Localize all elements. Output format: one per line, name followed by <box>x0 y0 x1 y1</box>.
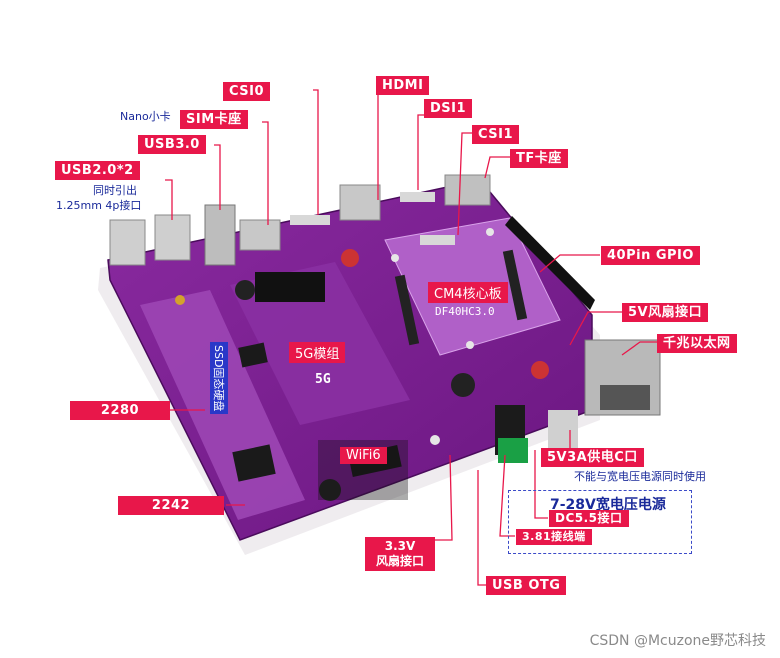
wide-voltage-box <box>508 490 692 554</box>
watermark: CSDN @Mcuzone野芯科技 <box>589 633 766 649</box>
m2242-callout: 2242 <box>118 496 224 515</box>
usb2-note-2: 1.25mm 4p接口 <box>56 199 142 212</box>
ssd-label: SSD固态硬盘 <box>210 342 228 415</box>
power-c-callout: 5V3A供电C口 <box>541 448 644 467</box>
usb2-note-1: 同时引出 <box>93 184 137 197</box>
terminal-callout: 3.81接线端 <box>516 529 592 545</box>
leader-lines <box>165 89 657 586</box>
hdmi-callout: HDMI <box>376 76 430 95</box>
tf-callout: TF卡座 <box>510 149 568 168</box>
cm4-label: CM4核心板 <box>428 282 508 303</box>
module-5g-label: 5G模组 <box>289 342 346 363</box>
logo-5g: 5G <box>315 372 331 387</box>
usb2-callout: USB2.0*2 <box>55 161 140 180</box>
gpio-callout: 40Pin GPIO <box>601 246 700 265</box>
nano-note: Nano小卡 <box>120 110 171 123</box>
wifi6-label: WiFi6 <box>340 447 387 464</box>
m2280-callout: 2280 <box>70 401 170 420</box>
wide-voltage-title: 7-28V宽电压电源 <box>550 497 666 513</box>
csi1-callout: CSI1 <box>472 125 520 144</box>
usb3-callout: USB3.0 <box>138 135 206 154</box>
power-c-note: 不能与宽电压电源同时使用 <box>574 470 706 483</box>
usbotg-callout: USB OTG <box>486 576 567 595</box>
ethernet-callout: 千兆以太网 <box>657 334 737 353</box>
fan33-callout: 3.3V 风扇接口 <box>365 537 435 571</box>
dc55-callout: DC5.5接口 <box>549 510 629 527</box>
cm4-model: DF40HC3.0 <box>435 305 495 318</box>
fan5v-callout: 5V风扇接口 <box>622 303 709 322</box>
csi0-callout: CSI0 <box>223 82 271 101</box>
dsi1-callout: DSI1 <box>424 99 473 118</box>
sim-callout: SIM卡座 <box>180 110 248 129</box>
